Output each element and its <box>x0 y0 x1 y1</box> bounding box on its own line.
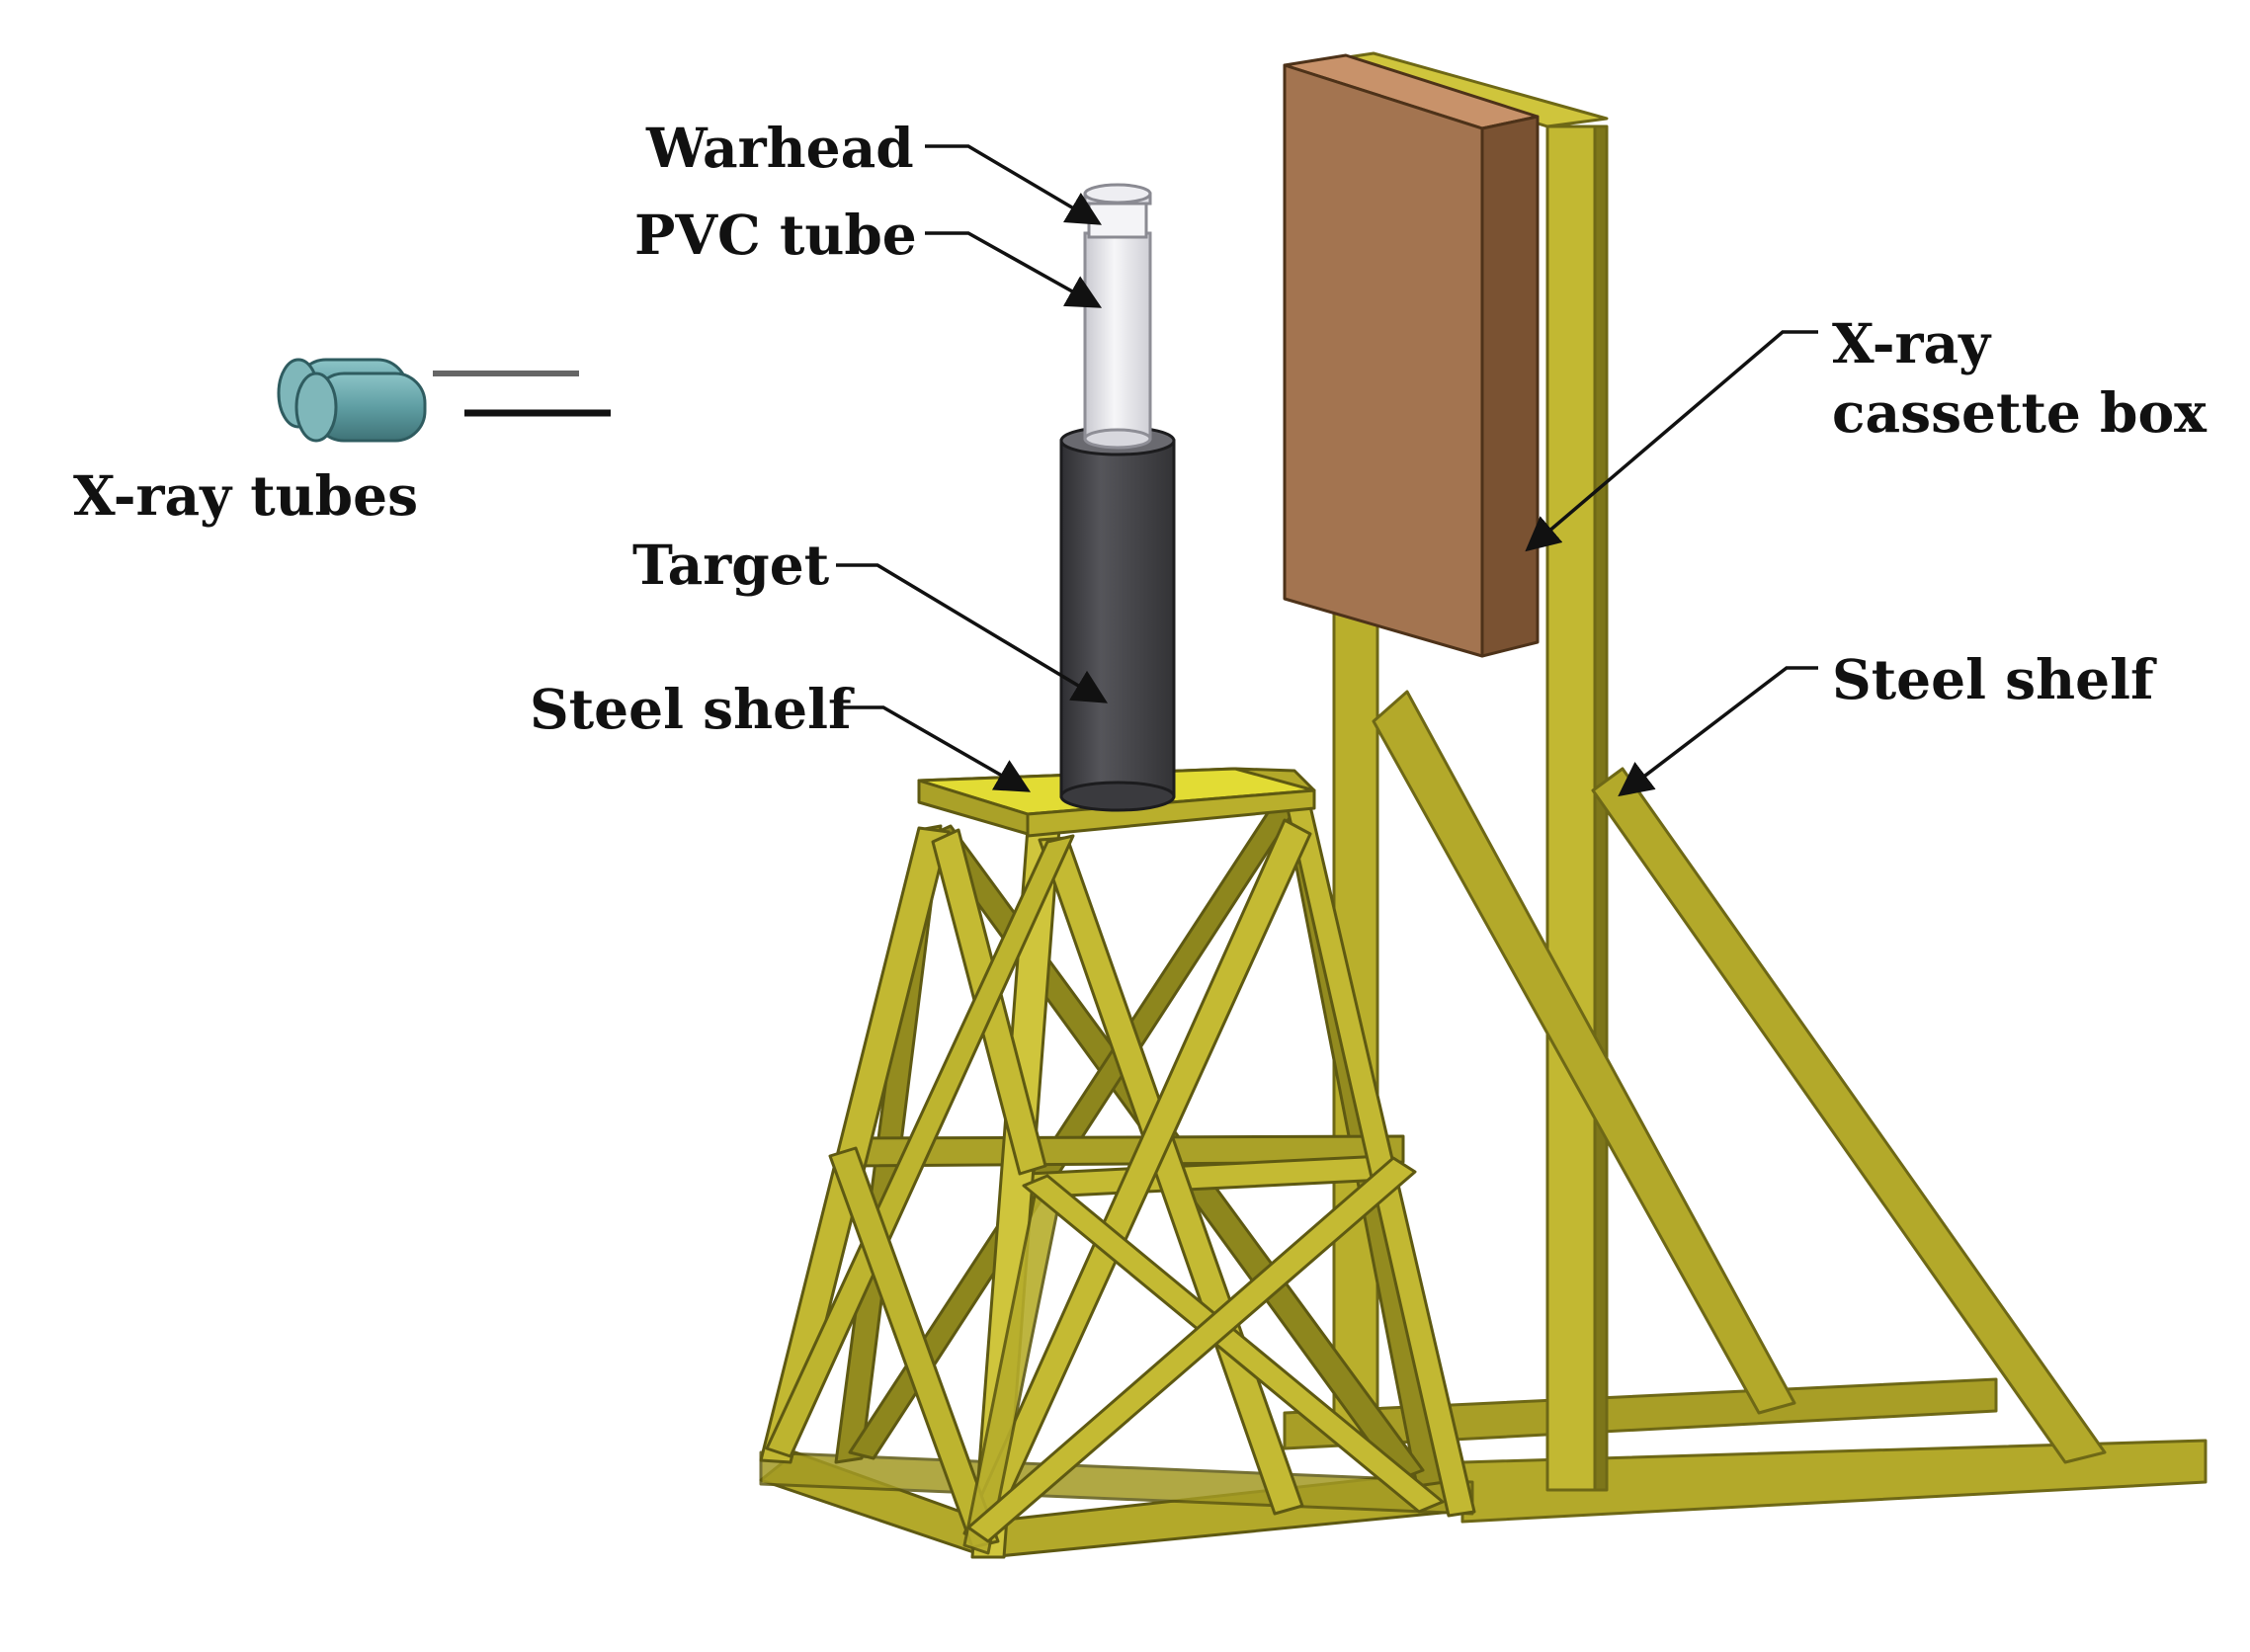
label-x-ray-cassette-box-line1: X-ray <box>1832 311 1991 375</box>
target-cylinder <box>1059 425 1176 812</box>
steel-shelf-left-leader <box>836 705 1032 792</box>
pvc-tube-leader <box>925 231 1103 308</box>
label-steel-shelf-left: Steel shelf <box>530 677 852 741</box>
x-ray-beam-lines <box>433 371 611 417</box>
leader-lines <box>836 144 1818 797</box>
label-x-ray-cassette-box-line2: cassette box <box>1832 380 2207 445</box>
steel-shelf-right <box>1283 51 2208 1524</box>
warhead-leader <box>925 144 1103 225</box>
target-leader <box>836 563 1109 703</box>
cassette-box-leader <box>1525 330 1818 552</box>
x-ray-tubes-icon <box>277 358 427 443</box>
x-ray-cassette-box <box>1283 53 1540 658</box>
pvc-tube <box>1083 231 1152 450</box>
steel-shelf-right-leader <box>1618 666 1818 797</box>
label-pvc-tube: PVC tube <box>634 203 917 267</box>
label-target: Target <box>632 533 830 597</box>
label-steel-shelf-right: Steel shelf <box>1832 647 2154 711</box>
steel-shelf-left <box>759 767 1476 1559</box>
label-warhead: Warhead <box>646 116 914 180</box>
label-x-ray-tubes: X-ray tubes <box>73 463 419 528</box>
warhead <box>1083 183 1152 239</box>
